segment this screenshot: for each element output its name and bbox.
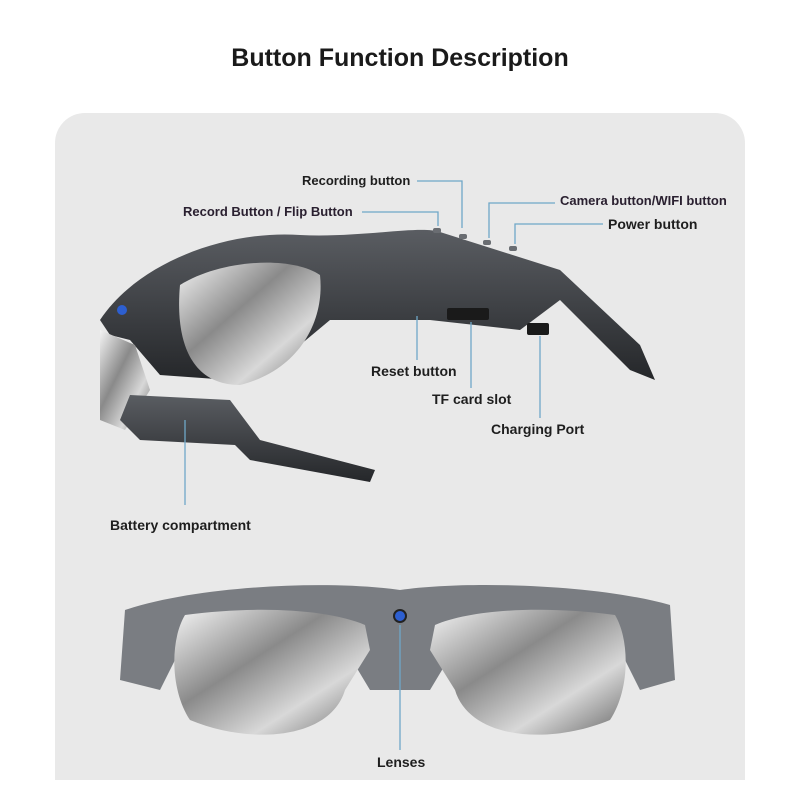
label-battery-compartment: Battery compartment xyxy=(110,517,251,533)
label-tf-card-slot: TF card slot xyxy=(432,391,512,407)
label-power-button: Power button xyxy=(608,216,698,232)
side-view-glasses xyxy=(100,228,655,482)
label-record-flip-button: Record Button / Flip Button xyxy=(183,204,353,219)
page-title: Button Function Description xyxy=(231,44,569,72)
label-reset-button: Reset button xyxy=(371,363,457,379)
label-charging-port: Charging Port xyxy=(491,421,585,437)
leader-lines xyxy=(184,180,603,750)
label-camera-wifi-button: Camera button/WIFI button xyxy=(560,193,727,208)
front-view-glasses xyxy=(120,585,675,735)
label-lenses: Lenses xyxy=(377,754,426,770)
label-recording-button: Recording button xyxy=(302,173,411,188)
